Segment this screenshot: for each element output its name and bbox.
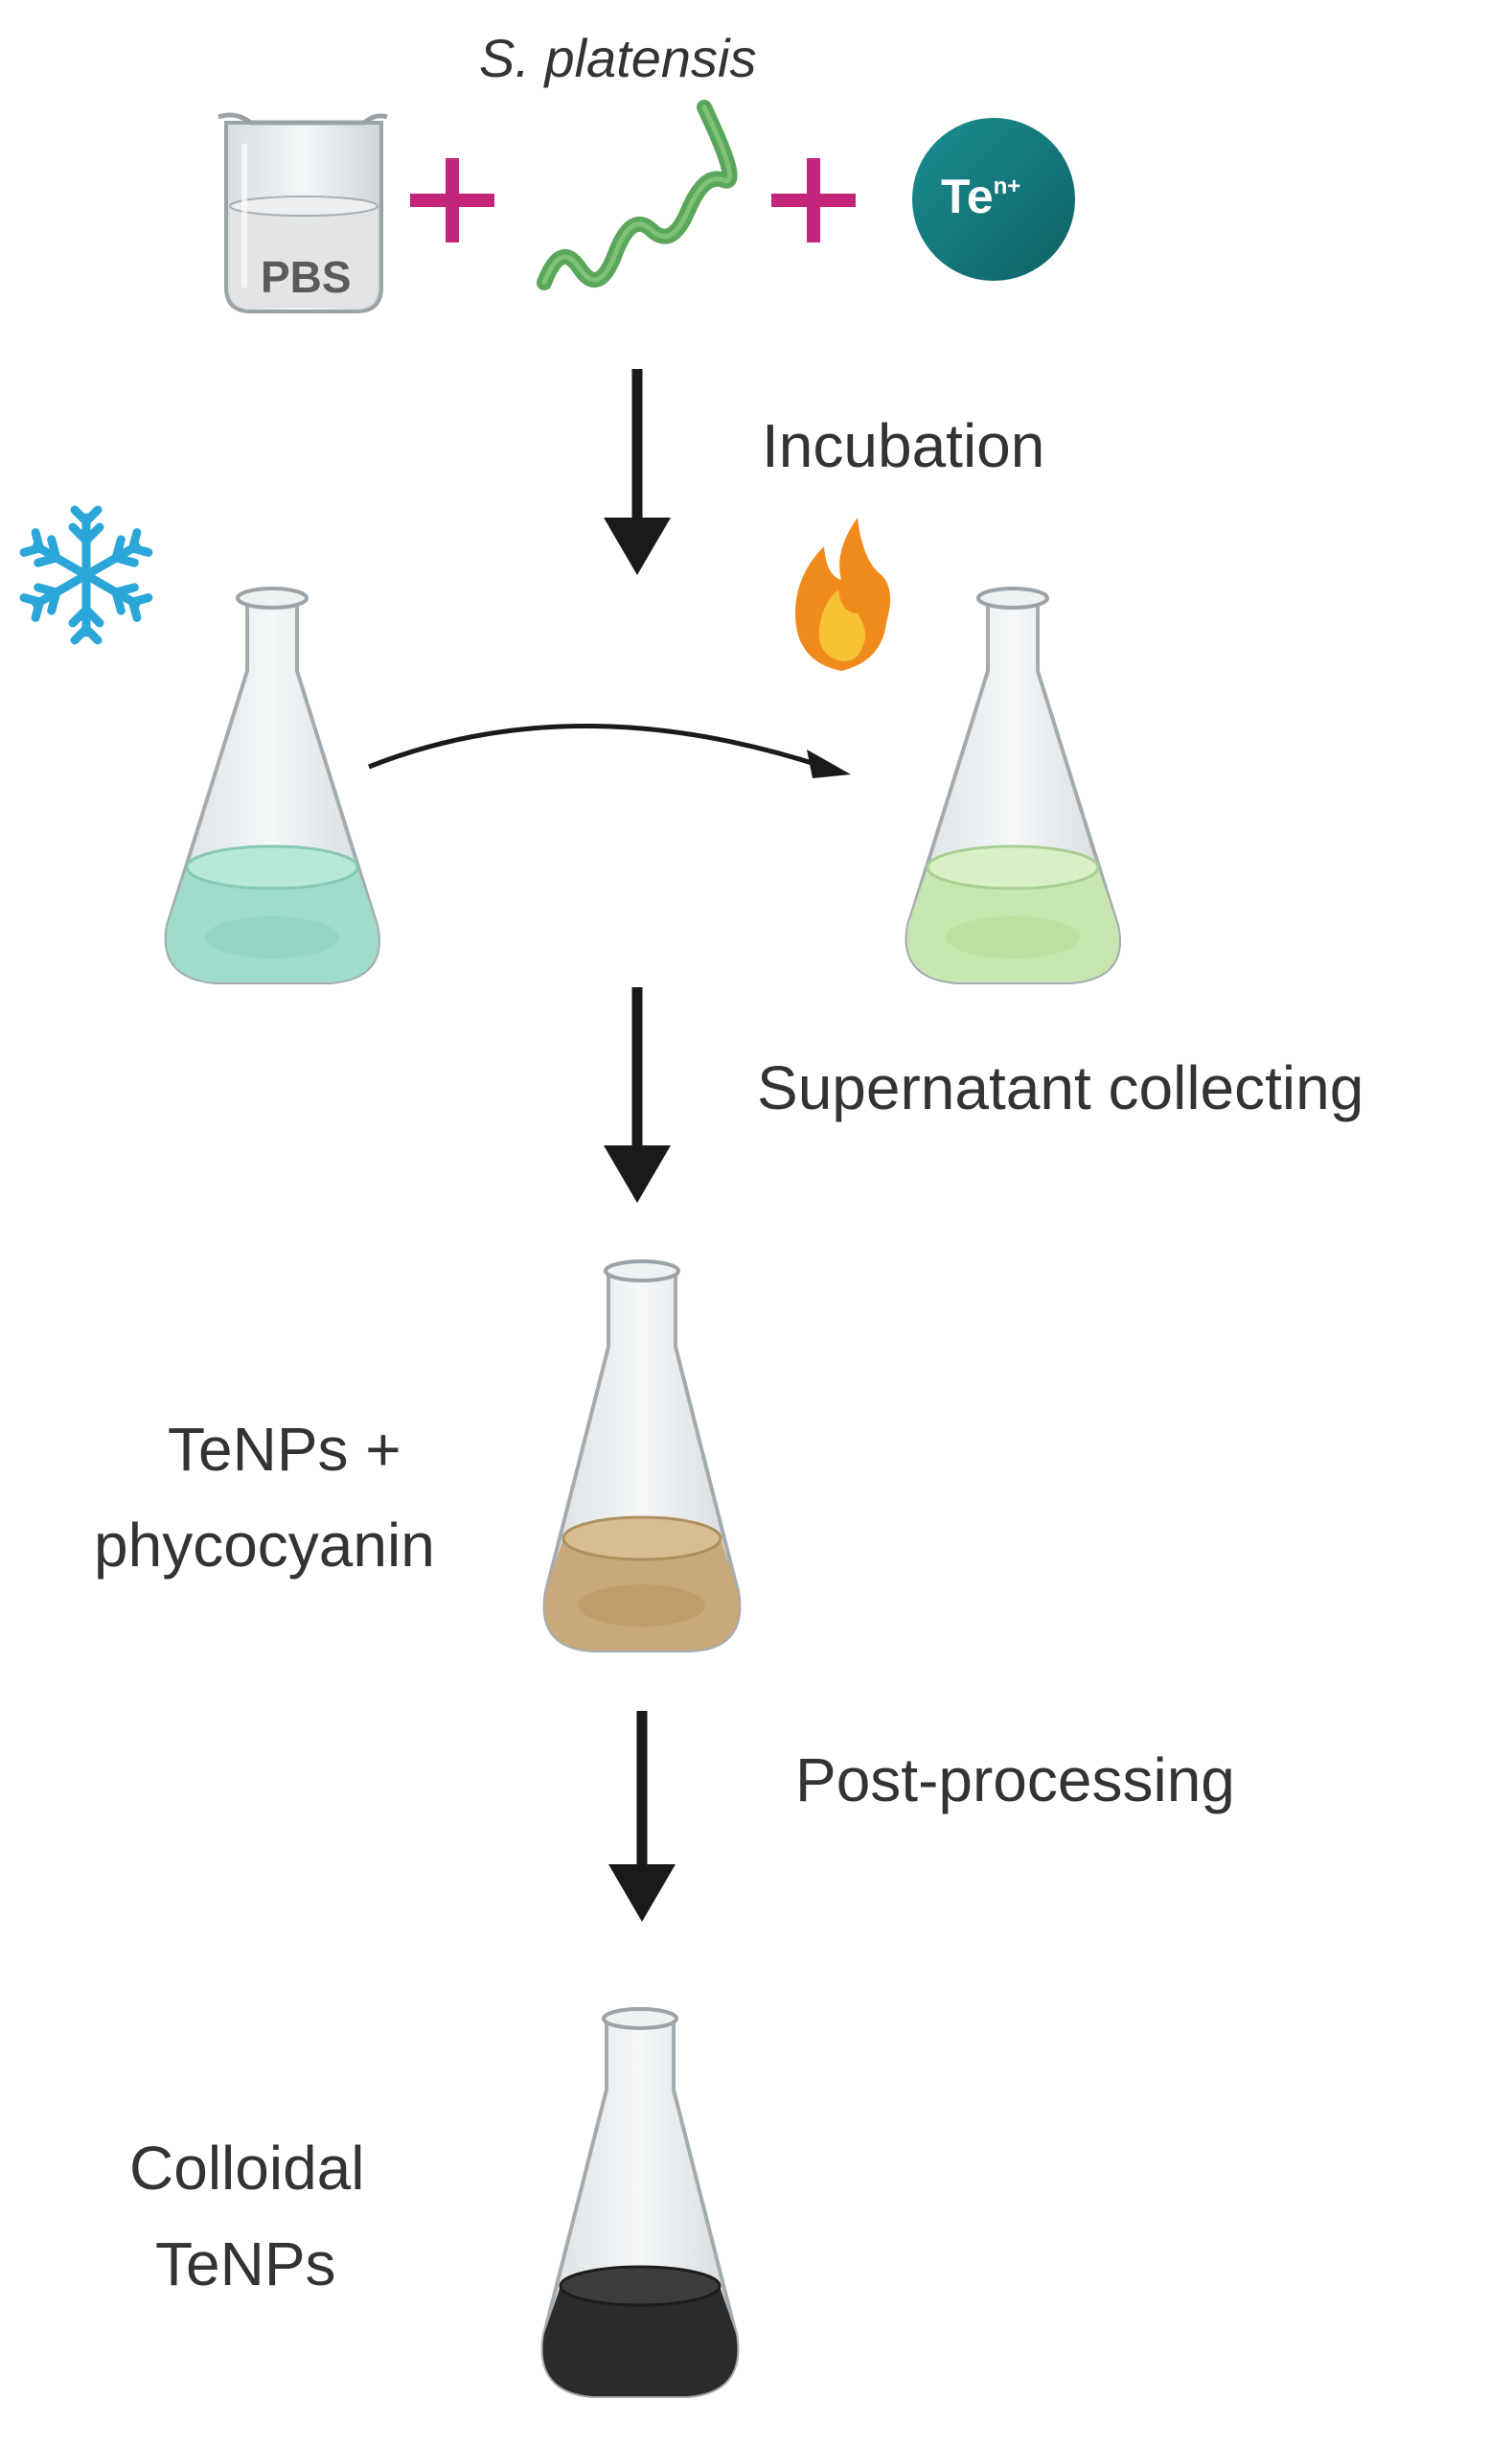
step-post-processing-label: Post-processing (795, 1745, 1235, 1814)
ion-charge: n+ (993, 173, 1021, 199)
arrow-supernatant (604, 987, 671, 1203)
plus-sign (410, 158, 494, 242)
warm-flask-icon (905, 587, 1121, 984)
final-product-label-line2: TeNPs (155, 2229, 336, 2298)
spirulina-icon (537, 100, 738, 290)
final-product-label-line1: Colloidal (129, 2134, 365, 2203)
flame-icon (795, 518, 890, 671)
step-incubation-label: Incubation (762, 411, 1045, 480)
transfer-arrow (368, 724, 851, 778)
ion-symbol: Te (941, 170, 994, 223)
intermediate-flask-icon (542, 1259, 742, 1652)
arrow-post-processing (608, 1711, 676, 1922)
tellurium-ion-icon (912, 118, 1075, 281)
step-supernatant-label: Supernatant collecting (757, 1053, 1364, 1122)
arrow-incubation (604, 369, 671, 575)
cold-flask-icon (164, 587, 380, 984)
pbs-label: PBS (261, 252, 352, 302)
organism-label: S. platensis (479, 28, 757, 88)
pbs-beaker-icon (218, 112, 388, 313)
snowflake-icon (23, 505, 149, 640)
final-flask-icon (540, 2007, 740, 2398)
intermediate-product-label-line1: TeNPs + (168, 1415, 401, 1484)
intermediate-product-label-line2: phycocyanin (94, 1511, 435, 1580)
plus-sign (771, 158, 856, 242)
ion-label: Ten+ (941, 169, 1020, 224)
